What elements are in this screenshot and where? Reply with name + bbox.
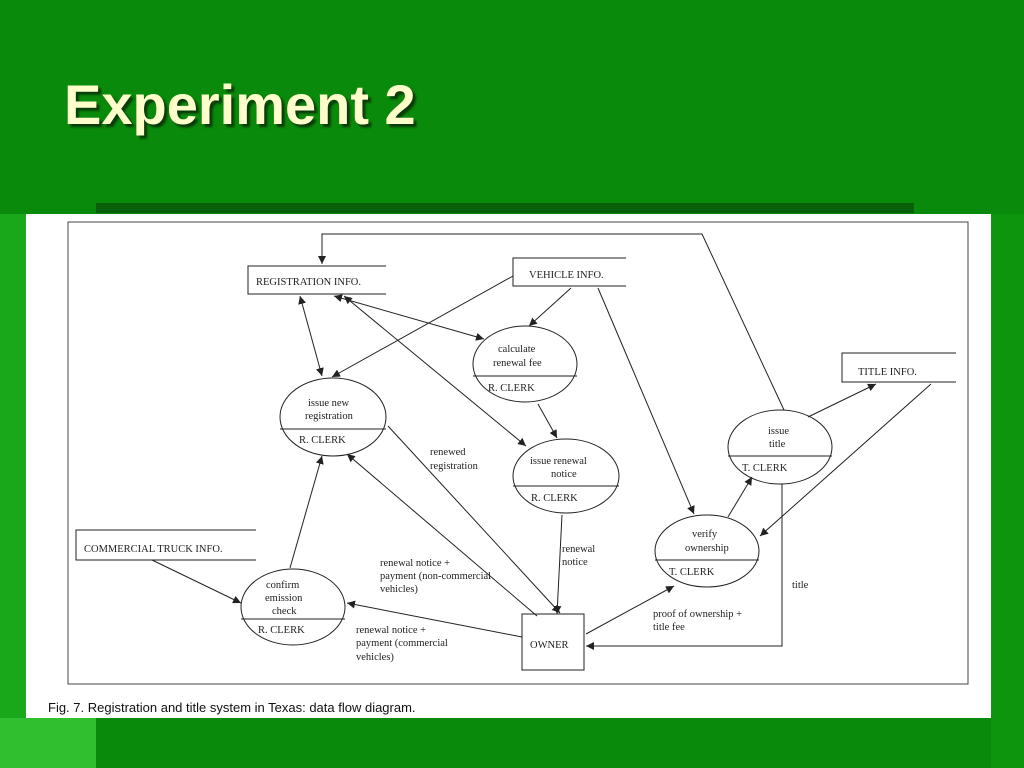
issue-title-line1: issue <box>768 426 789 437</box>
label-rnp-c-2: payment (commercial <box>356 638 448 649</box>
flow-vehicle-calcfee <box>528 287 572 327</box>
data-flow-diagram: REGISTRATION INFO. VEHICLE INFO. TITLE I… <box>67 221 969 685</box>
label-rnp-nc-3: vehicles) <box>380 584 418 595</box>
emission-line3: check <box>272 606 297 617</box>
bg-right-block <box>991 214 1024 768</box>
process-issue-new-registration: issue new registration R. CLERK <box>279 377 387 457</box>
bg-left-stripe <box>0 214 26 768</box>
label-proof-ownership-2: title fee <box>653 622 685 633</box>
flow-labels: renewed registration renewal notice rene… <box>356 447 809 663</box>
verify-line1: verify <box>692 529 718 540</box>
flow-issuetitle-titleinfo <box>807 383 877 418</box>
new-reg-line2: registration <box>305 411 354 422</box>
emission-line1: confirm <box>266 580 299 591</box>
flow-commercial-emission <box>151 559 242 604</box>
label-renewed-2: registration <box>430 461 479 472</box>
figure-panel: REGISTRATION INFO. VEHICLE INFO. TITLE I… <box>26 214 991 718</box>
label-rnp-c-1: renewal notice + <box>356 625 426 636</box>
label-renewal-notice-1: renewal <box>562 544 595 555</box>
flow-registration-newreg <box>298 295 324 377</box>
figure-caption: Fig. 7. Registration and title system in… <box>48 700 416 715</box>
verify-line2: ownership <box>685 543 729 554</box>
verify-actor: T. CLERK <box>669 567 715 578</box>
flow-renewalnotice-owner <box>553 514 563 615</box>
calc-fee-line1: calculate <box>498 344 536 355</box>
flow-registration-renewalnotice <box>343 295 527 447</box>
emission-line2: emission <box>265 593 303 604</box>
process-calculate-renewal-fee: calculate renewal fee R. CLERK <box>472 325 578 403</box>
flow-calcfee-renewalnotice <box>537 403 558 439</box>
label-rnp-c-3: vehicles) <box>356 652 394 663</box>
flow-vehicle-newreg <box>331 275 514 378</box>
store-title-label: TITLE INFO. <box>858 367 917 378</box>
label-title: title <box>792 580 809 591</box>
store-vehicle-label: VEHICLE INFO. <box>529 270 604 281</box>
entity-owner: OWNER <box>521 613 585 671</box>
flow-emission-newreg <box>289 455 324 569</box>
store-vehicle-info: VEHICLE INFO. <box>512 257 626 287</box>
issue-title-line2: title <box>769 439 786 450</box>
renewal-notice-line2: notice <box>551 469 577 480</box>
store-commercial-truck-info: COMMERCIAL TRUCK INFO. <box>75 529 256 561</box>
flow-titleinfo-verify <box>759 383 932 537</box>
store-registration-info: REGISTRATION INFO. <box>247 265 386 295</box>
label-rnp-nc-2: payment (non-commercial <box>380 571 491 582</box>
label-renewed-1: renewed <box>430 447 466 458</box>
flow-title-to-registration <box>318 233 785 411</box>
flow-owner-newreg <box>346 453 538 617</box>
data-flows <box>151 233 932 650</box>
owner-label: OWNER <box>530 640 569 651</box>
flow-verify-issuetitle <box>727 476 753 518</box>
flow-vehicle-verify <box>597 287 695 515</box>
flow-newreg-owner <box>387 425 561 614</box>
store-registration-label: REGISTRATION INFO. <box>256 277 361 288</box>
store-commercial-label: COMMERCIAL TRUCK INFO. <box>84 544 223 555</box>
label-renewal-notice-2: notice <box>562 557 588 568</box>
new-reg-actor: R. CLERK <box>299 435 346 446</box>
renewal-notice-actor: R. CLERK <box>531 493 578 504</box>
issue-title-actor: T. CLERK <box>742 463 788 474</box>
calc-fee-actor: R. CLERK <box>488 383 535 394</box>
label-proof-ownership-1: proof of ownership + <box>653 609 742 620</box>
process-confirm-emission-check: confirm emission check R. CLERK <box>240 568 346 646</box>
flow-registration-calcfee <box>333 294 485 341</box>
flow-owner-verify <box>585 585 675 635</box>
emission-actor: R. CLERK <box>258 625 305 636</box>
new-reg-line1: issue new <box>308 398 350 409</box>
calc-fee-line2: renewal fee <box>493 358 542 369</box>
process-issue-title: issue title T. CLERK <box>727 409 833 485</box>
store-title-info: TITLE INFO. <box>841 352 956 383</box>
bg-top-bar <box>96 203 914 213</box>
process-verify-ownership: verify ownership T. CLERK <box>654 514 760 588</box>
renewal-notice-line1: issue renewal <box>530 456 587 467</box>
diagram-frame <box>67 221 969 685</box>
process-issue-renewal-notice: issue renewal notice R. CLERK <box>512 438 620 514</box>
flow-issuetitle-owner <box>586 484 783 650</box>
slide-title: Experiment 2 <box>64 73 416 136</box>
flow-owner-emission <box>346 600 523 638</box>
bg-bottom-left-block <box>0 718 96 768</box>
label-rnp-nc-1: renewal notice + <box>380 558 450 569</box>
